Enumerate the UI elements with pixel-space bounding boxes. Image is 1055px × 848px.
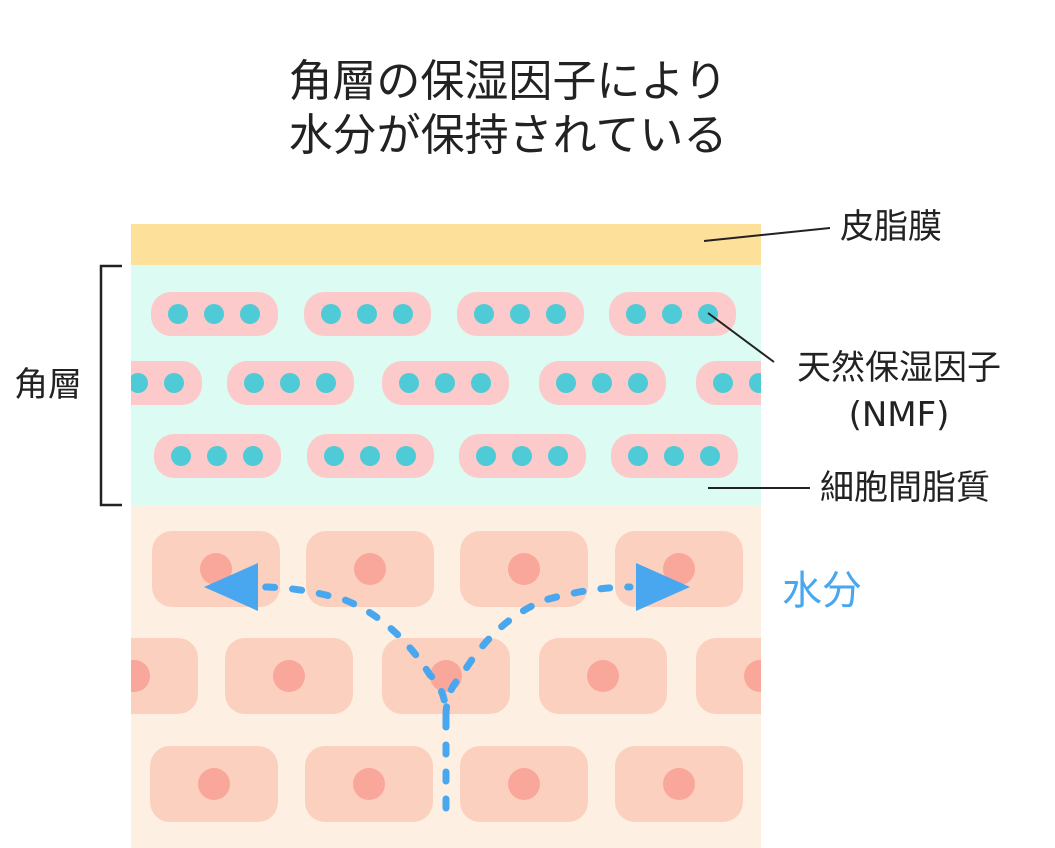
water-label: 水分 <box>782 568 862 614</box>
nmf-dot <box>393 304 413 324</box>
nmf-dot <box>512 446 532 466</box>
nmf-dot <box>243 446 263 466</box>
water-flow-group <box>258 583 634 812</box>
nmf-dot <box>316 373 336 393</box>
water-flow-path-left <box>258 583 450 812</box>
cell-nucleus <box>508 768 540 800</box>
nmf-dot <box>204 304 224 324</box>
nmf-dot <box>556 373 576 393</box>
stratum-corneum-label: 角層 <box>14 365 82 405</box>
water-arrow-right-icon <box>636 563 690 611</box>
nmf-dot <box>207 446 227 466</box>
nmf-dot <box>240 304 260 324</box>
water-arrow-left-icon <box>204 563 258 611</box>
nmf-dot <box>324 446 344 466</box>
nmf-dot <box>131 373 148 393</box>
cell-nucleus <box>354 553 386 585</box>
nmf-dot <box>244 373 264 393</box>
epidermal-cell <box>696 638 761 714</box>
nmf-dot <box>476 446 496 466</box>
nmf-dot <box>548 446 568 466</box>
nmf-dot <box>700 446 720 466</box>
nmf-dot <box>357 304 377 324</box>
cell-nucleus <box>663 553 695 585</box>
skin-cross-section <box>131 224 761 848</box>
sebum-layer <box>131 224 761 265</box>
nmf-leader-line <box>707 312 775 363</box>
corneocyte-group <box>131 292 761 478</box>
nmf-abbreviation-label: (NMF) <box>849 395 950 435</box>
nmf-dot <box>280 373 300 393</box>
stratum-corneum-bracket <box>99 264 122 507</box>
sebum-label: 皮脂膜 <box>840 207 942 247</box>
cell-nucleus <box>744 660 761 692</box>
nmf-dot <box>628 446 648 466</box>
nmf-dot <box>749 373 761 393</box>
nmf-dot <box>168 304 188 324</box>
nmf-dot <box>713 373 733 393</box>
intercellular-lipid-label: 細胞間脂質 <box>820 468 990 508</box>
nmf-dot <box>592 373 612 393</box>
cell-nucleus <box>200 553 232 585</box>
nmf-dot <box>321 304 341 324</box>
nmf-label: 天然保湿因子 <box>797 348 1001 388</box>
nmf-dot <box>171 446 191 466</box>
cell-nucleus <box>587 660 619 692</box>
nmf-dot <box>360 446 380 466</box>
nmf-dot <box>471 373 491 393</box>
nmf-dot <box>662 304 682 324</box>
nmf-dot <box>474 304 494 324</box>
nmf-dot <box>626 304 646 324</box>
nmf-dot <box>546 304 566 324</box>
nmf-dot <box>435 373 455 393</box>
cell-nucleus <box>198 768 230 800</box>
cell-nucleus <box>273 660 305 692</box>
diagram-title-line2: 水分が保持されている <box>289 110 728 161</box>
nmf-dot <box>664 446 684 466</box>
sebum-leader-line <box>703 227 831 242</box>
cell-nucleus <box>663 768 695 800</box>
cell-nucleus <box>131 660 150 692</box>
nmf-dot <box>396 446 416 466</box>
epidermal-cell <box>131 638 198 714</box>
nmf-dot <box>164 373 184 393</box>
nmf-dot <box>628 373 648 393</box>
nmf-dot <box>510 304 530 324</box>
water-flow-path-right <box>442 583 634 720</box>
diagram-title-line1: 角層の保湿因子により <box>288 56 727 107</box>
nmf-dot <box>399 373 419 393</box>
cell-nucleus <box>508 553 540 585</box>
cell-nucleus <box>353 768 385 800</box>
